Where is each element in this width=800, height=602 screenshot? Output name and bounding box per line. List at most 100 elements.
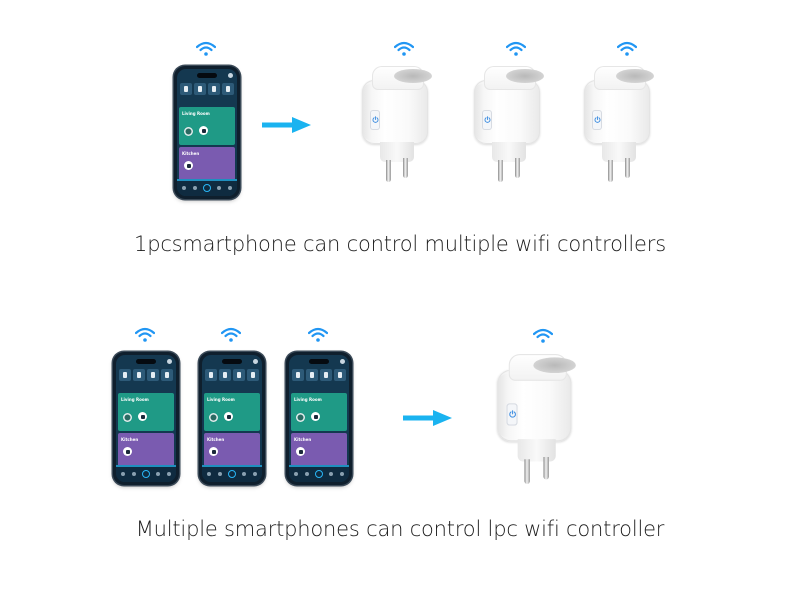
dynamic-island bbox=[136, 359, 156, 364]
bulb-icon bbox=[224, 412, 233, 421]
category-tile bbox=[334, 369, 346, 381]
room-card-kitchen: Kitchen bbox=[118, 433, 174, 467]
power-icon bbox=[594, 116, 600, 123]
wifi-icon bbox=[394, 41, 414, 57]
room-title: Kitchen bbox=[207, 437, 225, 442]
smart-plug bbox=[470, 66, 544, 184]
appliance-icon bbox=[184, 161, 193, 170]
room-title: Living Room bbox=[207, 397, 235, 402]
category-tile bbox=[222, 83, 234, 95]
nav-icon bbox=[217, 186, 221, 190]
home-icon bbox=[203, 184, 211, 192]
category-tile bbox=[233, 369, 245, 381]
wifi-icon bbox=[135, 327, 155, 343]
category-tile bbox=[320, 369, 332, 381]
plug-pin bbox=[515, 158, 520, 178]
bottom-nav bbox=[289, 465, 349, 482]
plug-top bbox=[508, 354, 576, 381]
plug-base bbox=[602, 142, 636, 162]
wifi-icon bbox=[308, 327, 328, 343]
plug-top bbox=[594, 66, 654, 90]
nav-icon bbox=[340, 472, 344, 476]
plug-pin bbox=[608, 160, 613, 182]
nav-icon bbox=[167, 472, 171, 476]
caption-bottom: Multiple smartphones can control lpc wif… bbox=[135, 517, 665, 541]
room-card-living-room: Living Room bbox=[118, 393, 174, 431]
nav-icon bbox=[253, 472, 257, 476]
wifi-icon bbox=[533, 328, 553, 344]
smart-home-app-screen: Living Room Kitchen bbox=[289, 355, 349, 482]
room-title: Kitchen bbox=[182, 151, 200, 156]
plug-pin bbox=[498, 160, 503, 182]
category-tile bbox=[194, 83, 206, 95]
socket-face bbox=[533, 357, 576, 374]
room-title: Kitchen bbox=[121, 437, 139, 442]
plug-pin bbox=[543, 457, 549, 480]
settings-icon bbox=[253, 359, 258, 364]
smartphone: Living Room Kitchen bbox=[199, 352, 265, 485]
bottom-nav bbox=[177, 179, 237, 196]
device-icon bbox=[209, 413, 218, 422]
room-card-kitchen: Kitchen bbox=[204, 433, 260, 467]
device-category-tiles bbox=[119, 369, 173, 385]
power-icon bbox=[484, 116, 490, 123]
nav-icon bbox=[228, 186, 232, 190]
device-category-tiles bbox=[205, 369, 259, 385]
arrow-right-icon bbox=[403, 409, 453, 427]
bulb-icon bbox=[138, 412, 147, 421]
device-icon bbox=[184, 127, 193, 136]
settings-icon bbox=[340, 359, 345, 364]
smart-plug bbox=[493, 354, 576, 486]
socket-face bbox=[616, 69, 654, 83]
plug-pin bbox=[524, 459, 530, 484]
socket-face bbox=[506, 69, 544, 83]
plug-pin bbox=[625, 158, 630, 178]
category-tile bbox=[306, 369, 318, 381]
nav-icon bbox=[242, 472, 246, 476]
room-card-living-room: Living Room bbox=[204, 393, 260, 431]
category-tile bbox=[119, 369, 131, 381]
category-tile bbox=[147, 369, 159, 381]
smart-plug bbox=[580, 66, 654, 184]
device-icon bbox=[123, 413, 132, 422]
room-card-kitchen: Kitchen bbox=[179, 147, 235, 181]
appliance-icon bbox=[296, 447, 305, 456]
plug-power-button bbox=[592, 110, 602, 130]
room-title: Living Room bbox=[294, 397, 322, 402]
plug-base bbox=[492, 142, 526, 162]
room-card-living-room: Living Room bbox=[179, 107, 235, 145]
device-category-tiles bbox=[292, 369, 346, 385]
plug-power-button bbox=[506, 403, 518, 426]
home-icon bbox=[142, 470, 150, 478]
power-icon bbox=[372, 116, 378, 123]
plug-side bbox=[497, 374, 509, 437]
smartphone: Living Room Kitchen bbox=[286, 352, 352, 485]
smart-home-app-screen: Living Room Kitchen bbox=[116, 355, 176, 482]
nav-icon bbox=[121, 472, 125, 476]
dynamic-island bbox=[197, 73, 217, 78]
arrow-right-icon bbox=[262, 116, 312, 134]
nav-icon bbox=[132, 472, 136, 476]
nav-icon bbox=[182, 186, 186, 190]
plug-base bbox=[517, 439, 556, 462]
plug-power-button bbox=[482, 110, 492, 130]
plug-power-button bbox=[370, 110, 380, 130]
dynamic-island bbox=[222, 359, 242, 364]
plug-pin bbox=[386, 160, 391, 182]
nav-icon bbox=[207, 472, 211, 476]
category-tile bbox=[219, 369, 231, 381]
dynamic-island bbox=[309, 359, 329, 364]
bulb-icon bbox=[199, 126, 208, 135]
plug-pin bbox=[403, 158, 408, 178]
settings-icon bbox=[167, 359, 172, 364]
room-title: Kitchen bbox=[294, 437, 312, 442]
plug-top bbox=[484, 66, 544, 90]
bottom-nav bbox=[116, 465, 176, 482]
room-title: Living Room bbox=[182, 111, 210, 116]
category-tile bbox=[292, 369, 304, 381]
smartphone: Living Room Kitchen bbox=[113, 352, 179, 485]
wifi-icon bbox=[196, 41, 216, 57]
nav-icon bbox=[156, 472, 160, 476]
nav-icon bbox=[193, 186, 197, 190]
category-tile bbox=[208, 83, 220, 95]
